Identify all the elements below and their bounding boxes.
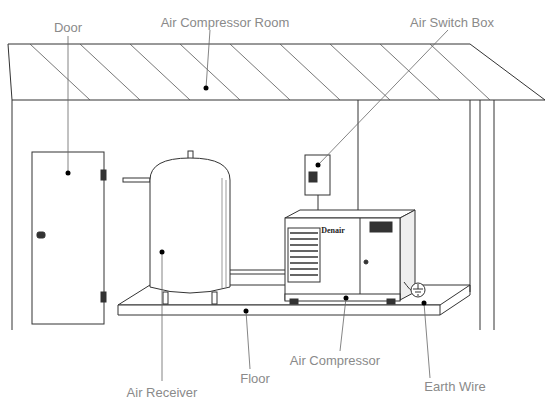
callout-label: Air Receiver	[127, 386, 198, 399]
tank-shading	[222, 178, 223, 288]
pipe	[230, 270, 288, 271]
leader-lines	[68, 30, 448, 381]
pillar-edge	[494, 100, 495, 330]
tank-leg	[163, 292, 168, 304]
vent-slats	[290, 233, 318, 275]
callout-label: Door	[54, 21, 82, 34]
pipe	[230, 274, 288, 275]
callout-label: Air Switch Box	[410, 16, 494, 29]
earth-symbol	[415, 292, 421, 293]
compressor-foot	[387, 299, 395, 304]
switch	[309, 172, 317, 182]
compressor-top	[285, 210, 415, 218]
compressor-front	[285, 218, 400, 300]
door-handle	[37, 232, 45, 238]
door	[32, 152, 104, 324]
cable	[318, 195, 319, 212]
door-hinge	[101, 170, 106, 180]
tank-leg	[212, 292, 217, 304]
callout-label: Floor	[240, 372, 270, 385]
floor-slab-edge	[440, 295, 470, 315]
floor-slab-edge	[470, 285, 471, 295]
compressor-base	[285, 294, 400, 301]
pipe	[123, 178, 150, 182]
tank-shading	[226, 180, 227, 287]
earth-symbol	[411, 283, 425, 297]
panel-seam	[360, 218, 361, 294]
floor-slab-edge	[118, 305, 440, 315]
leader-dots	[66, 86, 427, 314]
callout-label: Air Compressor Room	[161, 16, 290, 29]
pillar-edge	[480, 100, 481, 330]
earth-symbol	[413, 289, 423, 290]
door-hinge	[101, 292, 106, 302]
roof	[8, 44, 545, 100]
earth-cable	[404, 282, 411, 290]
brand-name: Denair	[321, 227, 345, 235]
compressor-foot	[290, 299, 298, 304]
switch-box	[305, 155, 330, 195]
callout-label: Earth Wire	[424, 380, 485, 393]
left-wall	[12, 100, 13, 330]
vent-grille	[288, 228, 320, 282]
callout-label: Air Compressor	[290, 354, 380, 367]
earth-symbol	[418, 284, 419, 289]
pillar-edge	[470, 100, 471, 292]
roof-hatching	[30, 44, 490, 100]
control-panel	[370, 222, 392, 232]
panel-lock	[364, 260, 368, 264]
earth-symbol	[417, 295, 419, 296]
back-wall-corner	[358, 100, 359, 212]
